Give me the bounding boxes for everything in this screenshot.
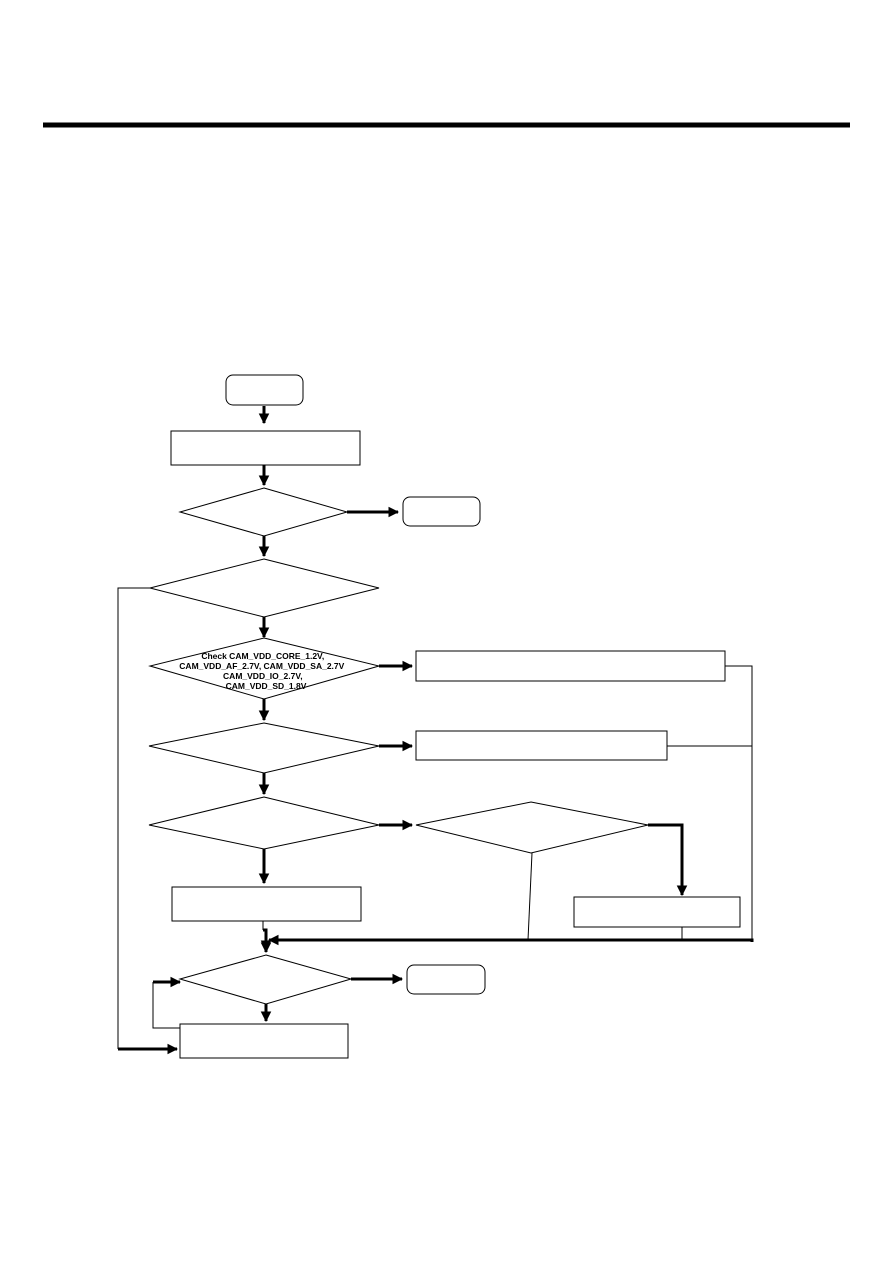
decision-1 bbox=[178, 487, 349, 537]
decision-4 bbox=[148, 722, 380, 774]
inner-loop-line bbox=[152, 982, 180, 1029]
process-box-6 bbox=[179, 1023, 349, 1059]
decision-voltage-check bbox=[148, 637, 381, 700]
process-box-2 bbox=[415, 650, 726, 682]
no-branch-down-line bbox=[527, 852, 533, 941]
right-bus-vertical bbox=[725, 665, 753, 942]
terminators bbox=[225, 374, 486, 995]
process-box-3 bbox=[415, 730, 668, 761]
process-box-1 bbox=[170, 430, 361, 466]
voltage-check-line: CAM_VDD_IO_2.7V, bbox=[223, 671, 303, 681]
arrow-box4-to-merge bbox=[260, 928, 272, 952]
voltage-check-label: Check CAM_VDD_CORE_1.2V, CAM_VDD_AF_2.7V… bbox=[179, 651, 346, 691]
process-box-5 bbox=[573, 896, 741, 928]
arrow-dec6-to-box5 bbox=[648, 823, 688, 897]
end-terminator-2 bbox=[406, 964, 486, 995]
process-boxes bbox=[170, 430, 741, 1059]
end-terminator-1 bbox=[402, 496, 481, 527]
voltage-check-line: Check CAM_VDD_CORE_1.2V, bbox=[201, 651, 324, 661]
voltage-check-line: CAM_VDD_AF_2.7V, CAM_VDD_SA_2.7V bbox=[179, 661, 344, 671]
decision-diamonds bbox=[148, 487, 649, 1005]
start-terminator bbox=[225, 374, 304, 406]
flow-arrows bbox=[118, 406, 754, 1055]
thin-connectors bbox=[117, 587, 753, 1049]
decision-7 bbox=[178, 954, 353, 1005]
arrow-merge-bus bbox=[267, 934, 754, 946]
decision-5 bbox=[148, 796, 380, 850]
decision-6 bbox=[415, 801, 649, 854]
voltage-check-line: CAM_VDD_SD_1.8V bbox=[226, 681, 307, 691]
left-loop-line bbox=[117, 587, 150, 1049]
process-box-4 bbox=[171, 886, 362, 922]
decision-2 bbox=[149, 558, 380, 618]
